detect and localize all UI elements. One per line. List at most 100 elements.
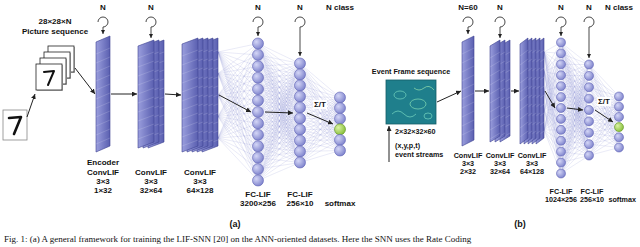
fan-line [218, 117, 258, 124]
slab-grid [520, 77, 528, 83]
neuron [557, 114, 566, 123]
fan-line [300, 108, 340, 129]
fan-line [258, 64, 300, 181]
fan-line [218, 135, 258, 138]
neuron [253, 38, 264, 49]
annotation: N class [326, 3, 354, 12]
neuron [295, 58, 306, 69]
fan-line [258, 66, 300, 74]
fan-line [218, 52, 258, 169]
neuron [253, 129, 264, 140]
neuron [557, 169, 566, 178]
neuron [253, 61, 264, 72]
slab-grid [182, 59, 198, 65]
fan-line [218, 138, 258, 158]
fan-line [300, 119, 340, 140]
neuron [585, 94, 594, 103]
fan-line [258, 44, 300, 64]
slab-grid [96, 111, 110, 117]
fan-line [300, 130, 340, 140]
slab-grid [182, 50, 198, 56]
recurrent-loop [556, 17, 566, 36]
slab-grid [96, 48, 110, 54]
slab-grid [462, 129, 474, 135]
feature-map-slab [138, 40, 154, 148]
fan-line [218, 95, 258, 169]
slab-grid [490, 61, 500, 67]
fan-line [300, 75, 340, 119]
slab-grid [490, 88, 500, 94]
picture-stack: 28×28×NPicture sequence [36, 46, 74, 90]
slab-grid [520, 59, 528, 65]
flow-arrow [595, 110, 613, 122]
fan-line [300, 97, 340, 140]
flow-arrow [545, 91, 555, 108]
neuron [557, 49, 566, 58]
predicted-neuron [335, 124, 346, 135]
event-blob [392, 111, 416, 117]
fan-line [218, 55, 258, 138]
slab-grid [462, 48, 474, 54]
fan-line [218, 74, 258, 158]
event-frame: Event Frame sequence2×32×32×60 [386, 80, 436, 124]
fan-line [300, 75, 340, 151]
fan-line [218, 123, 258, 138]
slab-grid [520, 95, 528, 101]
fan-line [300, 98, 340, 119]
fan-line [218, 44, 258, 53]
fan-line [218, 74, 258, 170]
neuron-column: FC-LIF 256×10 [584, 60, 594, 160]
feature-map-slab [462, 36, 474, 146]
annotation: N [148, 3, 154, 12]
flow-arrow [265, 112, 293, 113]
neuron [253, 118, 264, 129]
fan-line [218, 101, 258, 117]
fan-line [218, 138, 258, 146]
annotation: N [558, 3, 564, 12]
neuron [585, 128, 594, 137]
annotation: (x,y,p,t) [395, 141, 420, 150]
feature-map-slab [96, 36, 110, 152]
annotation: N class [605, 3, 633, 12]
slab-grid [138, 97, 154, 103]
layer-label: 2×32×32×60 [395, 127, 436, 136]
fan-line [300, 97, 340, 98]
annotation: N [255, 3, 261, 12]
neuron [295, 69, 306, 80]
slab-grid [490, 133, 500, 139]
slab-grid [182, 77, 198, 83]
neuron [253, 49, 264, 60]
fan-line [300, 64, 340, 130]
neuron [335, 145, 346, 156]
flow-arrow [219, 95, 251, 112]
figure-caption: Fig. 1: (a) A general framework for trai… [4, 234, 471, 244]
slab-grid [520, 122, 528, 128]
neuron [335, 103, 346, 114]
flow-arrow [437, 91, 461, 102]
event-frame [386, 80, 436, 124]
neuron [585, 71, 594, 80]
flow-arrow [75, 68, 95, 94]
slab-grid [462, 57, 474, 63]
layer-label: FC-LIF 256×10 [575, 188, 609, 204]
slab-grid [490, 52, 500, 58]
fan-line [544, 130, 561, 163]
fan-line [258, 64, 300, 124]
layer-label: Event Frame sequence [372, 67, 450, 76]
neuron [295, 157, 306, 168]
fan-line [561, 65, 589, 163]
annotation: N [497, 3, 503, 12]
fan-line [218, 117, 258, 158]
fan-line [218, 52, 258, 158]
convlif-layer: ConvLIF 3×3 32×64 [490, 40, 510, 142]
recurrent-loop [253, 17, 263, 36]
fan-line [300, 151, 340, 163]
neuron [295, 135, 306, 146]
fan-line [300, 97, 340, 151]
neuron [295, 124, 306, 135]
fan-line [218, 89, 258, 95]
flow-arrow [111, 94, 137, 95]
recurrent-loop [463, 17, 473, 34]
neuron [557, 71, 566, 80]
